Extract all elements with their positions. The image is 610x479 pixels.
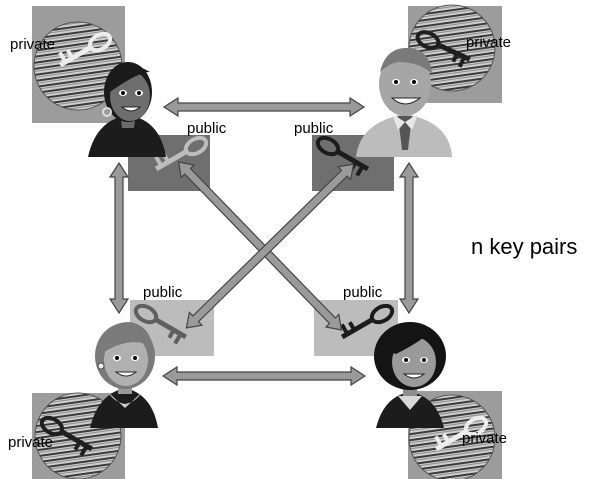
arrow-diagonal-topleft-bottomright xyxy=(177,161,343,331)
arrow-left-vertical xyxy=(108,161,130,315)
person-top-right xyxy=(356,47,452,157)
private-label-top-left: private xyxy=(10,36,55,53)
person-top-left xyxy=(88,62,166,157)
private-key-badge-top-left xyxy=(32,6,125,123)
private-label-top-right: private xyxy=(466,34,511,51)
arrow-top-horizontal xyxy=(162,96,366,118)
private-label-bottom-right: private xyxy=(462,430,507,447)
arrow-right-vertical xyxy=(398,161,420,315)
public-label-bottom-right: public xyxy=(343,284,383,301)
private-label-bottom-left: private xyxy=(8,434,53,451)
arrow-bottom-horizontal xyxy=(161,365,367,387)
arrow-diagonal-topright-bottomleft xyxy=(185,163,355,329)
public-label-bottom-left: public xyxy=(143,284,183,301)
public-label-top-right: public xyxy=(294,120,334,137)
person-bottom-left xyxy=(90,322,158,428)
caption-n-key-pairs: n key pairs xyxy=(471,234,578,259)
person-bottom-right xyxy=(374,322,446,428)
public-label-top-left: public xyxy=(187,120,227,137)
private-key-badge-bottom-left xyxy=(32,392,125,479)
